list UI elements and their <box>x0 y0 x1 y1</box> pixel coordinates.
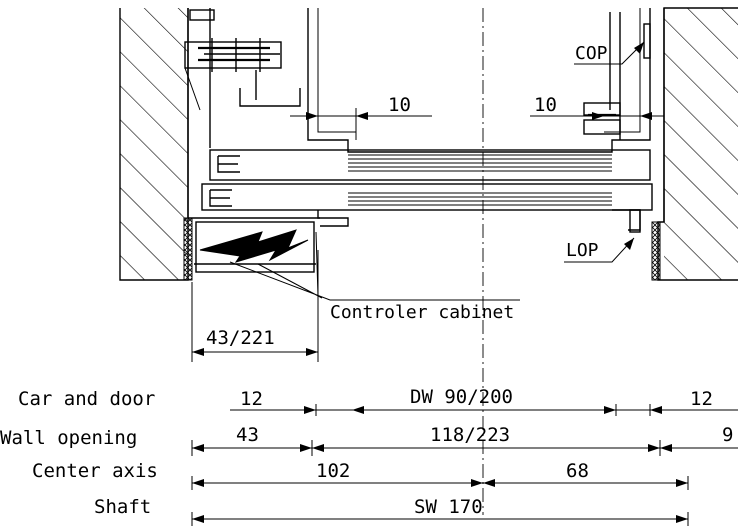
cabinet-width-dimension: 43/221 <box>191 250 319 362</box>
landing-door-jambs <box>183 217 661 281</box>
cabinet-width-label: 43/221 <box>206 327 275 349</box>
gap-dimension-left: 10 <box>290 94 432 140</box>
car-door-val-right: 12 <box>690 388 713 410</box>
center-axis-val-right: 68 <box>566 460 589 482</box>
shaft-wall-right <box>657 7 738 281</box>
lop-callout: LOP <box>564 209 641 263</box>
controller-label: Controler cabinet <box>330 302 514 323</box>
dimension-row-wall-opening: Wall opening 43 118/223 9 <box>0 424 738 456</box>
car-door-val-middle: DW 90/200 <box>410 386 513 408</box>
dimension-row-car-door: Car and door 12 DW 90/200 12 <box>18 386 738 416</box>
row-label-wall-opening: Wall opening <box>0 427 137 449</box>
guide-rail-left <box>184 9 301 111</box>
lightning-icon <box>199 229 309 263</box>
gap-right-label: 10 <box>534 94 557 116</box>
controller-cabinet <box>194 221 316 273</box>
guide-rail-right <box>583 102 621 135</box>
wall-opening-val-right: 9 <box>722 424 733 446</box>
center-axis-val-left: 102 <box>316 460 350 482</box>
shaft-inner-wall <box>187 8 665 222</box>
row-label-car-door: Car and door <box>18 388 155 410</box>
gap-left-label: 10 <box>388 94 411 116</box>
row-label-center-axis: Center axis <box>32 460 158 482</box>
row-label-shaft: Shaft <box>94 496 151 518</box>
gap-dimension-right: 10 <box>530 94 664 120</box>
car-door-val-left: 12 <box>240 388 263 410</box>
car-door-panels <box>201 149 653 231</box>
shaft-val: SW 170 <box>414 496 483 518</box>
cop-label: COP <box>575 43 608 64</box>
dimension-row-center-axis: Center axis 102 68 <box>32 460 689 490</box>
cop-callout: COP <box>574 23 651 65</box>
shaft-wall-left <box>119 8 189 281</box>
lop-label: LOP <box>566 240 599 261</box>
wall-opening-val-left: 43 <box>236 424 259 446</box>
wall-opening-val-middle: 118/223 <box>430 424 510 446</box>
dimension-row-shaft: Shaft SW 170 <box>94 496 689 526</box>
elevator-car-outline <box>307 8 651 153</box>
